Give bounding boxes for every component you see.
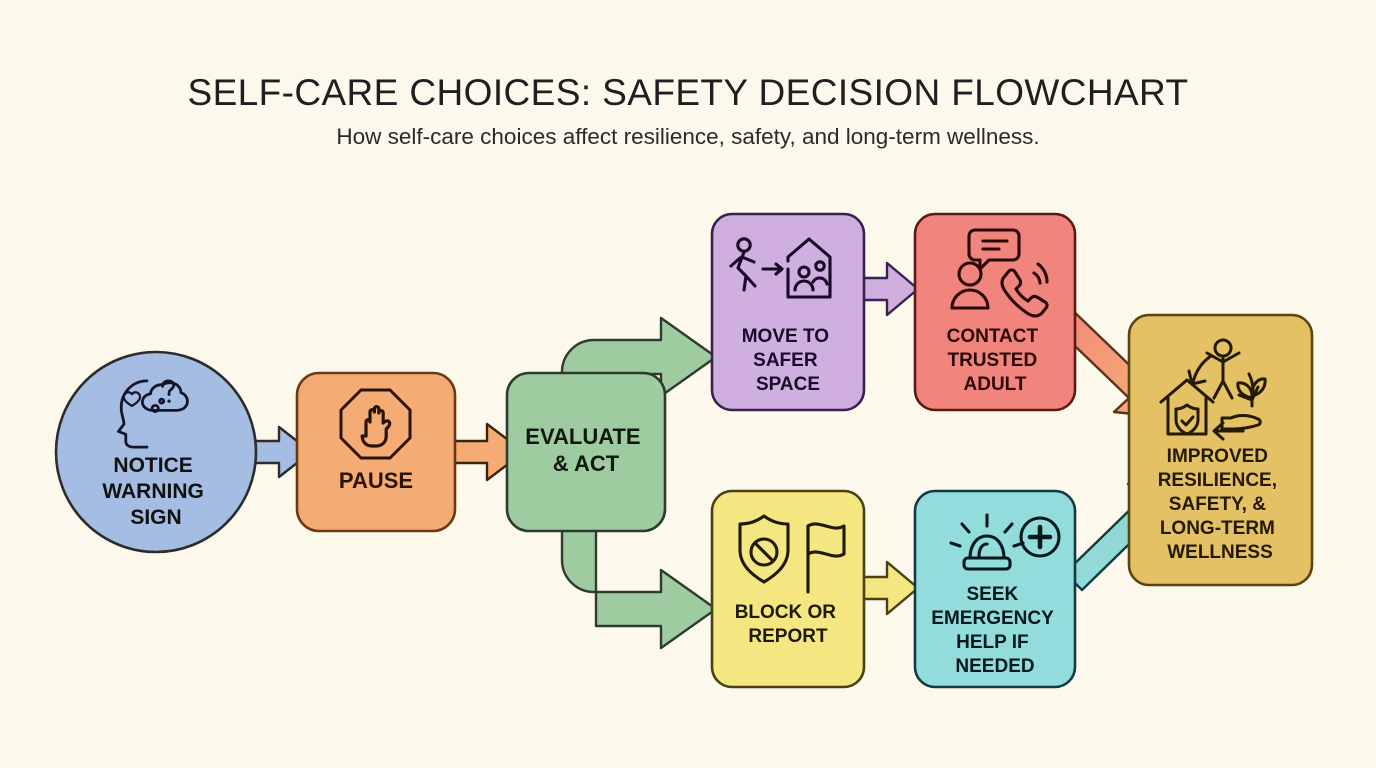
connector-evaluate-to-block-report [560,439,718,650]
page-subtitle: How self-care choices affect resilience,… [336,124,1040,149]
shield-block-flag-icon [738,514,846,594]
head-thought-bubble-icon [117,379,189,449]
node-label-contact: CONTACT TRUSTED ADULT [947,326,1044,395]
connector-block-report-to-emergency [859,560,920,616]
node-seek-emergency-help[interactable]: SEEK EMERGENCY HELP IF NEEDED [913,489,1077,689]
stop-hand-icon [339,388,412,460]
node-evaluate-and-act[interactable]: EVALUATE & ACT [505,371,667,533]
node-label-block-report: BLOCK OR REPORT [735,602,842,647]
node-notice-warning-sign[interactable]: NOTICE WARNING SIGN [54,350,258,554]
person-speech-phone-icon [950,228,1049,318]
connector-safer-space-to-contact [859,261,920,317]
node-label-notice: NOTICE WARNING SIGN [102,454,209,529]
page-title: SELF-CARE CHOICES: SAFETY DECISION FLOWC… [187,72,1189,113]
wellness-cycle-icon [1159,338,1267,441]
node-contact-trusted-adult[interactable]: CONTACT TRUSTED ADULT [913,212,1077,412]
node-block-or-report[interactable]: BLOCK OR REPORT [710,489,866,689]
node-move-to-safer-space[interactable]: MOVE TO SAFER SPACE [710,212,866,412]
node-label-emergency: SEEK EMERGENCY HELP IF NEEDED [931,584,1058,677]
node-pause[interactable]: PAUSE [295,371,457,533]
node-label-improved: IMPROVED RESILIENCE, SAFETY, & LONG-TERM… [1158,446,1283,563]
person-walking-to-house-icon [729,237,832,299]
node-improved-resilience[interactable]: IMPROVED RESILIENCE, SAFETY, & LONG-TERM… [1127,313,1314,587]
connector-pause-to-evaluate [450,422,526,482]
siren-medical-cross-icon [949,513,1061,571]
node-label-pause: PAUSE [339,468,413,493]
node-label-safer-space: MOVE TO SAFER SPACE [742,326,835,395]
node-label-evaluate: EVALUATE & ACT [525,424,646,476]
